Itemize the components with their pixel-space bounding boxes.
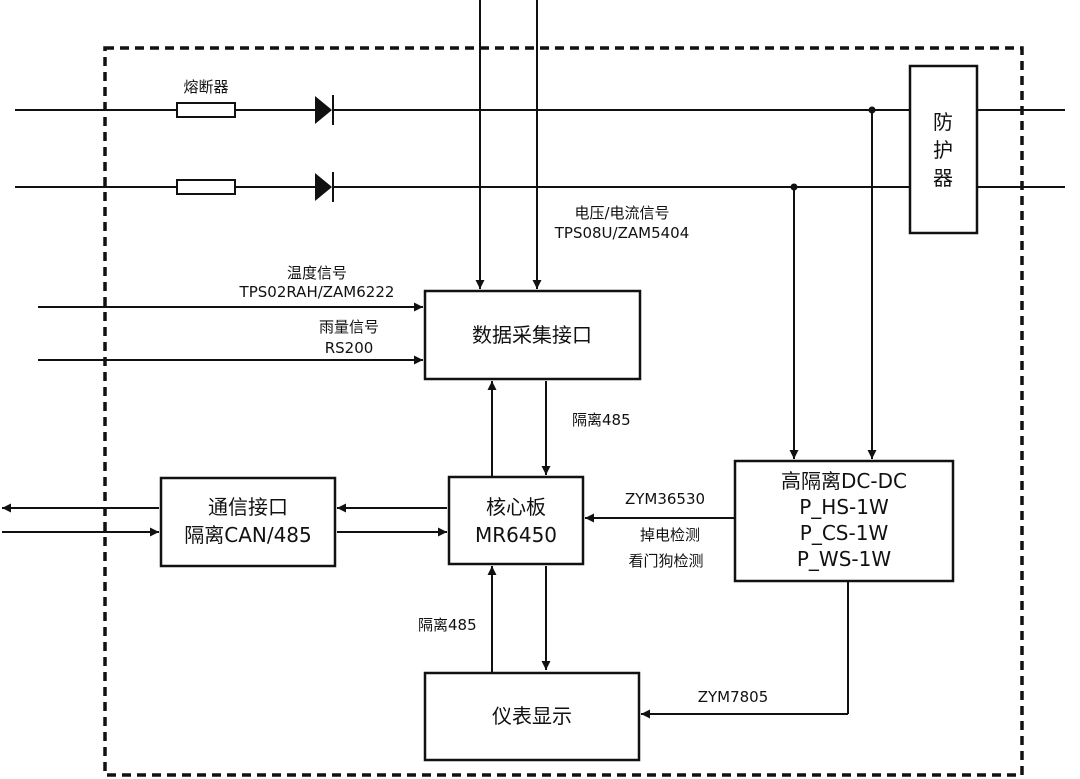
power-detect-label: 掉电检测 (640, 526, 700, 544)
data-acquisition-label: 数据采集接口 (472, 323, 592, 347)
power-line-1 (15, 95, 1065, 125)
dcdc-label-2: P_HS-1W (799, 495, 889, 519)
iso485-bottom-label: 隔离485 (418, 616, 477, 634)
protector-label-1: 防 (933, 110, 953, 134)
power-line-2 (15, 172, 1065, 202)
diode-2-icon (315, 173, 332, 201)
meter-display-block: 仪表显示 (423, 671, 641, 762)
rain-signal-label: 雨量信号 (319, 318, 379, 336)
dcdc-label-4: P_WS-1W (797, 547, 891, 571)
comm-interface-block: 通信接口 隔离CAN/485 (159, 476, 337, 568)
protector-label-3: 器 (933, 166, 953, 190)
zym7805-label: ZYM7805 (698, 688, 769, 706)
iso485-top-label: 隔离485 (572, 411, 631, 429)
fuse-label: 熔断器 (183, 78, 228, 96)
fuse-2 (176, 179, 236, 195)
voltage-current-label: 电压/电流信号 (574, 204, 669, 222)
watchdog-detect-label: 看门狗检测 (628, 552, 703, 570)
protector-block: 防 护 器 (908, 64, 979, 235)
dcdc-block: 高隔离DC-DC P_HS-1W P_CS-1W P_WS-1W (733, 459, 955, 583)
zym36530-label: ZYM36530 (625, 490, 705, 508)
core-board-block: 核心板 MR6450 (447, 475, 585, 566)
data-acquisition-block: 数据采集接口 (423, 289, 642, 381)
dcdc-label-1: 高隔离DC-DC (781, 469, 907, 493)
meter-display-label: 仪表显示 (492, 704, 572, 728)
diode-1-icon (315, 96, 332, 124)
comm-interface-label-1: 通信接口 (208, 495, 288, 519)
system-boundary (103, 46, 1024, 777)
temp-signal-model: TPS02RAH/ZAM6222 (239, 283, 395, 301)
rain-signal-model: RS200 (325, 339, 374, 357)
comm-interface-label-2: 隔离CAN/485 (184, 523, 312, 547)
dcdc-label-3: P_CS-1W (800, 521, 889, 545)
temp-signal-label: 温度信号 (287, 264, 347, 282)
protector-label-2: 护 (933, 138, 953, 162)
core-board-label-2: MR6450 (475, 523, 557, 547)
core-board-label-1: 核心板 (486, 495, 546, 519)
fuse-1 (176, 102, 236, 118)
voltage-current-model: TPS08U/ZAM5404 (554, 224, 690, 242)
